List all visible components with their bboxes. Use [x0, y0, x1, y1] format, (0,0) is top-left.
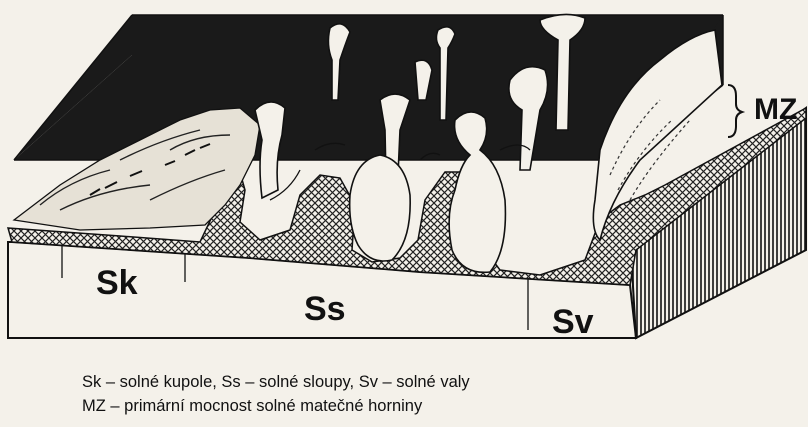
label-mz: MZ [754, 95, 797, 125]
label-sv: Sv [552, 305, 594, 339]
label-ss: Ss [304, 292, 346, 326]
legend-line-1: Sk – solné kupole, Ss – solné sloupy, Sv… [82, 374, 470, 391]
legend-line-2: MZ – primární mocnost solné matečné horn… [82, 398, 422, 415]
label-sk: Sk [96, 266, 138, 300]
mz-bracket [728, 85, 742, 137]
